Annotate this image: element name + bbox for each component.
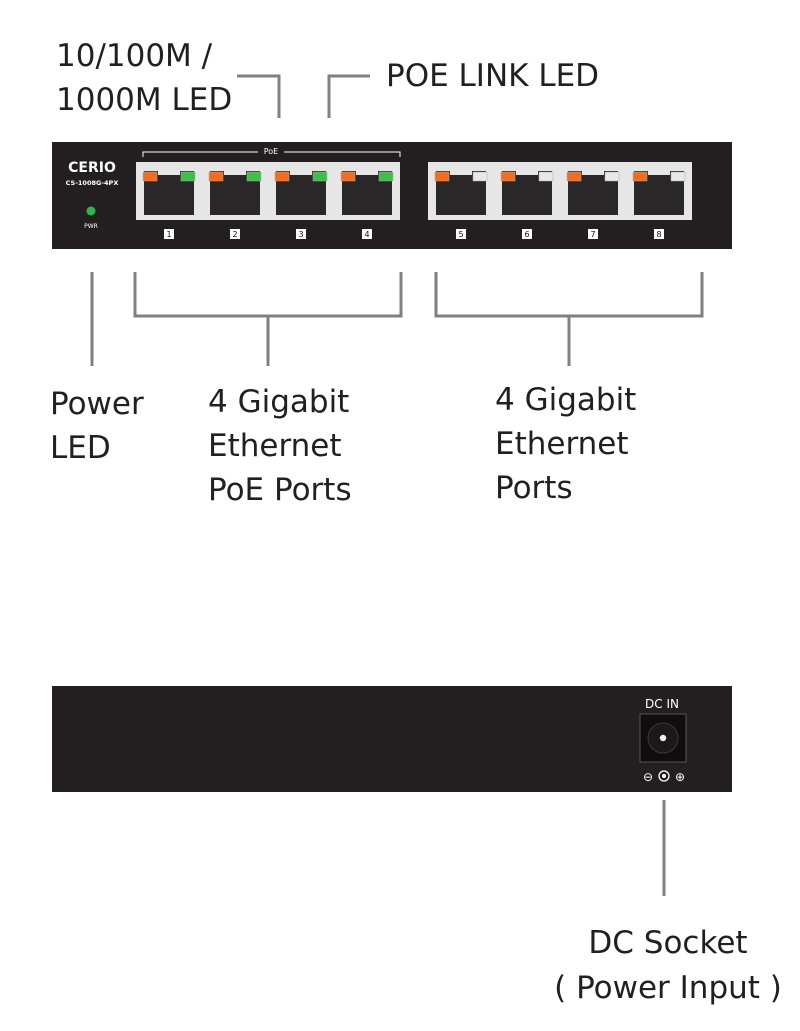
port-1-number: 1 — [166, 230, 171, 239]
port-5-socket — [436, 171, 486, 215]
poe-ports-label-line2: Ethernet — [208, 428, 342, 464]
port-4-number-box — [362, 229, 372, 239]
port-6-link-led — [538, 171, 554, 182]
polarity-plus-icon: ⊕ — [675, 770, 685, 784]
port-3-socket — [276, 171, 326, 215]
port-7-speed-led — [566, 171, 582, 182]
dc-in-label: DC IN — [645, 697, 679, 711]
port-2-clip — [224, 171, 246, 175]
port-group: 1 2 3 4 5 6 7 8 — [136, 162, 692, 239]
port-3-speed-led — [274, 171, 290, 182]
speed-led-leader — [237, 74, 281, 118]
power-led-label-line2: LED — [50, 430, 111, 466]
port-1-link-led — [180, 171, 196, 182]
poe-link-led-leader — [327, 74, 370, 118]
power-led-label-line1: Power — [50, 386, 144, 422]
power-led — [86, 206, 96, 216]
poe-group-label: PoE — [264, 147, 279, 156]
port-5-number: 5 — [458, 230, 463, 239]
port-8-socket — [634, 171, 684, 215]
polarity-center-dot — [662, 774, 666, 778]
port-6-clip — [516, 171, 538, 175]
port-4-number: 4 — [364, 230, 369, 239]
port-8-clip — [648, 171, 670, 175]
eth-ports-label-line1: 4 Gigabit — [495, 382, 636, 418]
speed-led-label-line2: 1000M LED — [56, 82, 232, 118]
port-8-speed-led — [632, 171, 648, 182]
poe-ports-label-line1: 4 Gigabit — [208, 384, 349, 420]
port-3-clip — [290, 171, 312, 175]
port-5-link-led — [472, 171, 488, 182]
polarity-minus-icon: ⊖ — [643, 770, 653, 784]
port-4-speed-led — [340, 171, 356, 182]
speed-led-label-line1: 10/100M / — [56, 38, 213, 74]
poe-label-bg — [258, 146, 284, 156]
port-6-socket — [502, 171, 552, 215]
port-2-number-box — [230, 229, 240, 239]
port-1-speed-led — [142, 171, 158, 182]
port-7-number-box — [588, 229, 598, 239]
dc-socket-pin — [659, 734, 667, 742]
port-1-socket — [144, 171, 194, 215]
model-label: CS-1008G-4PX — [66, 179, 119, 187]
port-1-clip — [158, 171, 180, 175]
port-7-socket — [568, 171, 618, 215]
eth-ports-label-line2: Ethernet — [495, 426, 629, 462]
rear-panel — [52, 686, 732, 792]
dc-socket-label-line2: ( Power Input ) — [554, 970, 782, 1006]
port-2-number: 2 — [232, 230, 237, 239]
port-3-number-box — [296, 229, 306, 239]
port-3-link-led — [312, 171, 328, 182]
port-3-number: 3 — [298, 230, 303, 239]
port-1-number-box — [164, 229, 174, 239]
poe-ports-label-line3: PoE Ports — [208, 472, 352, 508]
poe-link-led-label: POE LINK LED — [386, 58, 599, 94]
port-5-clip — [450, 171, 472, 175]
port-6-speed-led — [500, 171, 516, 182]
pwr-label: PWR — [84, 223, 98, 230]
port-6-number: 6 — [524, 230, 529, 239]
port-6-number-box — [522, 229, 532, 239]
port-2-link-led — [246, 171, 262, 182]
port-5-speed-led — [434, 171, 450, 182]
poe-ports-bracket — [133, 272, 403, 318]
brand-logo: CERIO — [68, 160, 116, 176]
port-7-clip — [582, 171, 604, 175]
port-8-link-led — [670, 171, 686, 182]
port-2-socket — [210, 171, 260, 215]
port-7-number: 7 — [590, 230, 595, 239]
port-2-speed-led — [208, 171, 224, 182]
dc-socket-label-line1: DC Socket — [588, 925, 747, 961]
eth-ports-label-line3: Ports — [495, 470, 573, 506]
port-4-clip — [356, 171, 378, 175]
port-8-number-box — [654, 229, 664, 239]
port-4-socket — [342, 171, 392, 215]
port-8-number: 8 — [656, 230, 661, 239]
port-4-link-led — [378, 171, 394, 182]
port-7-link-led — [604, 171, 620, 182]
polarity-center-icon — [658, 770, 670, 782]
eth-ports-bracket — [434, 272, 704, 318]
port-5-number-box — [456, 229, 466, 239]
